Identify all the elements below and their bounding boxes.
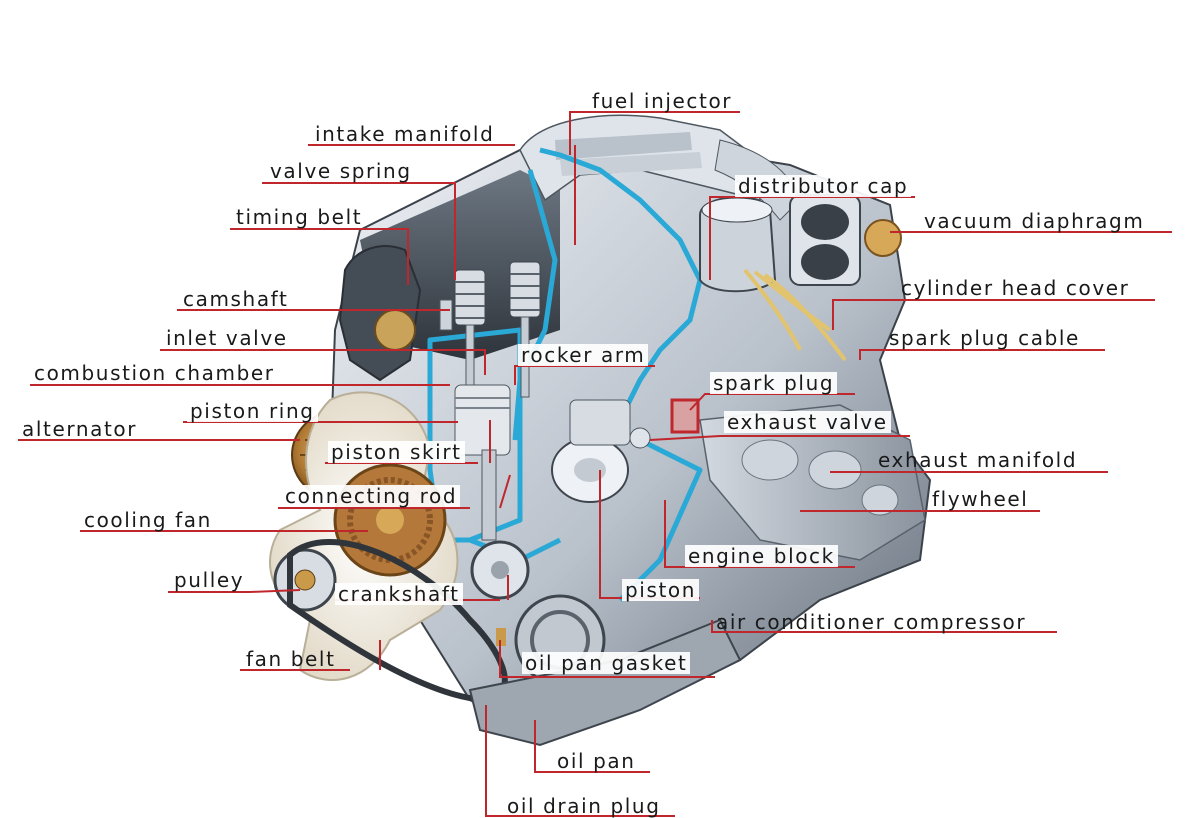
label-intake-manifold: intake manifold (315, 122, 495, 146)
distributor-shape (699, 196, 777, 293)
label-combustion-chamber: combustion chamber (34, 361, 275, 385)
label-spark-plug-cable: spark plug cable (889, 326, 1080, 350)
label-valve-spring: valve spring (270, 159, 412, 183)
label-spark-plug: spark plug (710, 372, 838, 394)
throttle-body-shape (789, 194, 902, 286)
label-flywheel: flywheel (932, 487, 1029, 511)
label-fuel-injector: fuel injector (592, 89, 733, 113)
label-engine-block: engine block (685, 545, 838, 567)
label-connecting-rod: connecting rod (282, 485, 461, 507)
label-oil-pan-gasket: oil pan gasket (522, 652, 691, 674)
label-air-conditioner-compressor: air conditioner compressor (716, 610, 1027, 634)
label-cooling-fan: cooling fan (84, 508, 212, 532)
label-cylinder-head-cover: cylinder head cover (901, 276, 1130, 300)
label-oil-drain-plug: oil drain plug (507, 794, 661, 818)
label-vacuum-diaphragm: vacuum diaphragm (924, 209, 1145, 233)
label-inlet-valve: inlet valve (166, 326, 288, 350)
label-fan-belt: fan belt (246, 647, 336, 671)
intake-manifold-shape (519, 114, 801, 221)
label-exhaust-manifold: exhaust manifold (878, 448, 1078, 472)
piston-shape (454, 384, 631, 541)
label-camshaft: camshaft (183, 287, 289, 311)
label-piston-skirt: piston skirt (328, 441, 465, 463)
label-rocker-arm: rocker arm (518, 344, 649, 366)
pulley-shape (273, 538, 508, 704)
label-alternator: alternator (22, 417, 138, 441)
spark-plug-cables (743, 268, 847, 362)
label-piston: piston (622, 579, 700, 601)
label-exhaust-valve: exhaust valve (724, 411, 891, 433)
label-crankshaft: crankshaft (335, 583, 463, 605)
label-piston-ring: piston ring (187, 400, 318, 422)
label-pulley: pulley (174, 568, 245, 592)
label-oil-pan: oil pan (557, 749, 636, 773)
label-timing-belt: timing belt (236, 205, 363, 229)
label-distributor-cap: distributor cap (735, 175, 912, 197)
timing-belt-cover (338, 245, 422, 382)
